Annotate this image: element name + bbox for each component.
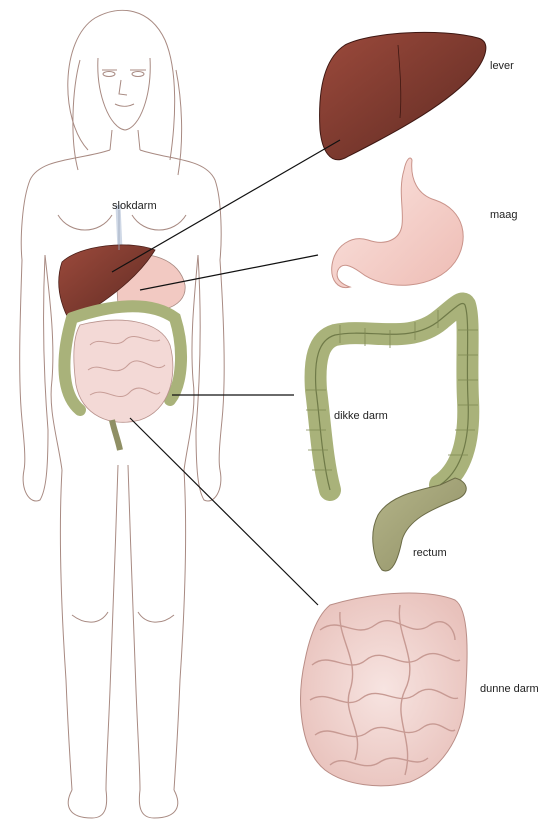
label-dikke-darm: dikke darm	[334, 410, 388, 422]
colon-icon	[306, 303, 478, 570]
label-maag: maag	[490, 209, 518, 221]
stomach-icon	[332, 158, 463, 287]
label-rectum: rectum	[413, 547, 447, 559]
body-organs	[59, 205, 185, 450]
label-slokdarm: slokdarm	[112, 200, 157, 212]
leader-line-dunne-darm	[130, 418, 318, 605]
small-intestine-icon	[301, 593, 467, 786]
label-lever: lever	[490, 60, 514, 72]
liver-icon	[320, 32, 486, 159]
label-dunne-darm: dunne darm	[480, 683, 539, 695]
